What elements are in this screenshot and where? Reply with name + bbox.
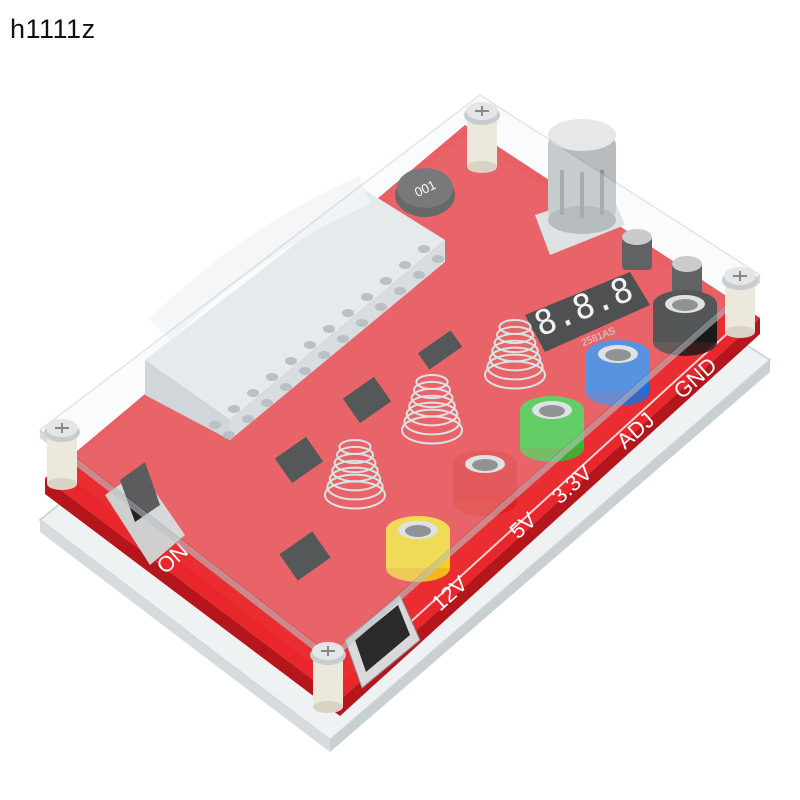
spring-coil — [336, 445, 374, 465]
connector-pin — [375, 303, 387, 311]
spring-coil — [498, 318, 532, 336]
bottom-plate-edge — [40, 520, 330, 752]
connector-pin — [209, 421, 221, 429]
mosfet — [342, 376, 392, 424]
connector-pin — [432, 255, 444, 263]
spring-terminals — [324, 318, 546, 510]
connector-pin — [228, 405, 240, 413]
connector-pin — [356, 319, 368, 327]
connector-pin — [342, 309, 354, 317]
connector-pin — [242, 415, 254, 423]
atx-connector — [145, 176, 445, 440]
capacitors — [622, 229, 702, 297]
connector-pin — [261, 399, 273, 407]
ic-chip — [417, 330, 463, 370]
spring-coil — [328, 466, 382, 492]
spring-coil — [415, 373, 449, 391]
spring-coil — [491, 339, 539, 363]
watermark-text: h1111z — [10, 14, 96, 44]
connector-pin — [223, 431, 235, 439]
connector-pin — [361, 293, 373, 301]
jack-5v[interactable] — [453, 450, 517, 516]
mosfet — [274, 436, 324, 484]
spring-coil — [338, 438, 372, 456]
connector-pin — [337, 335, 349, 343]
standoff-screw — [310, 642, 346, 713]
connector-pin — [380, 277, 392, 285]
connector-pin — [413, 271, 425, 279]
standoff-screw — [464, 102, 500, 173]
connector-pin — [394, 287, 406, 295]
mosfet — [279, 531, 331, 581]
standoff-screw — [44, 419, 80, 490]
connector-pin — [299, 367, 311, 375]
connector-pin — [304, 341, 316, 349]
connector-pin — [399, 261, 411, 269]
inductor: 001 — [395, 168, 455, 217]
spring-coil — [403, 408, 461, 436]
connector-pin — [418, 245, 430, 253]
spring-coil — [326, 473, 384, 501]
jack-3-3v[interactable] — [520, 396, 584, 462]
connector-pin — [247, 389, 259, 397]
spring-coil — [496, 325, 534, 345]
standoff-screw — [722, 267, 758, 338]
pcb-edge — [45, 318, 760, 716]
spring-coil — [413, 380, 451, 400]
spring-coil — [331, 459, 379, 483]
connector-pin — [280, 383, 292, 391]
connector-pin — [285, 357, 297, 365]
adjust-knob[interactable] — [535, 0, 625, 255]
connector-pin — [318, 351, 330, 359]
spring-coil — [405, 401, 459, 427]
spring-coil — [488, 346, 542, 372]
spring-coil — [408, 394, 456, 418]
connector-pin — [323, 325, 335, 333]
connector-pin — [266, 373, 278, 381]
jack-adj[interactable] — [586, 340, 650, 406]
spring-coil — [486, 353, 544, 381]
